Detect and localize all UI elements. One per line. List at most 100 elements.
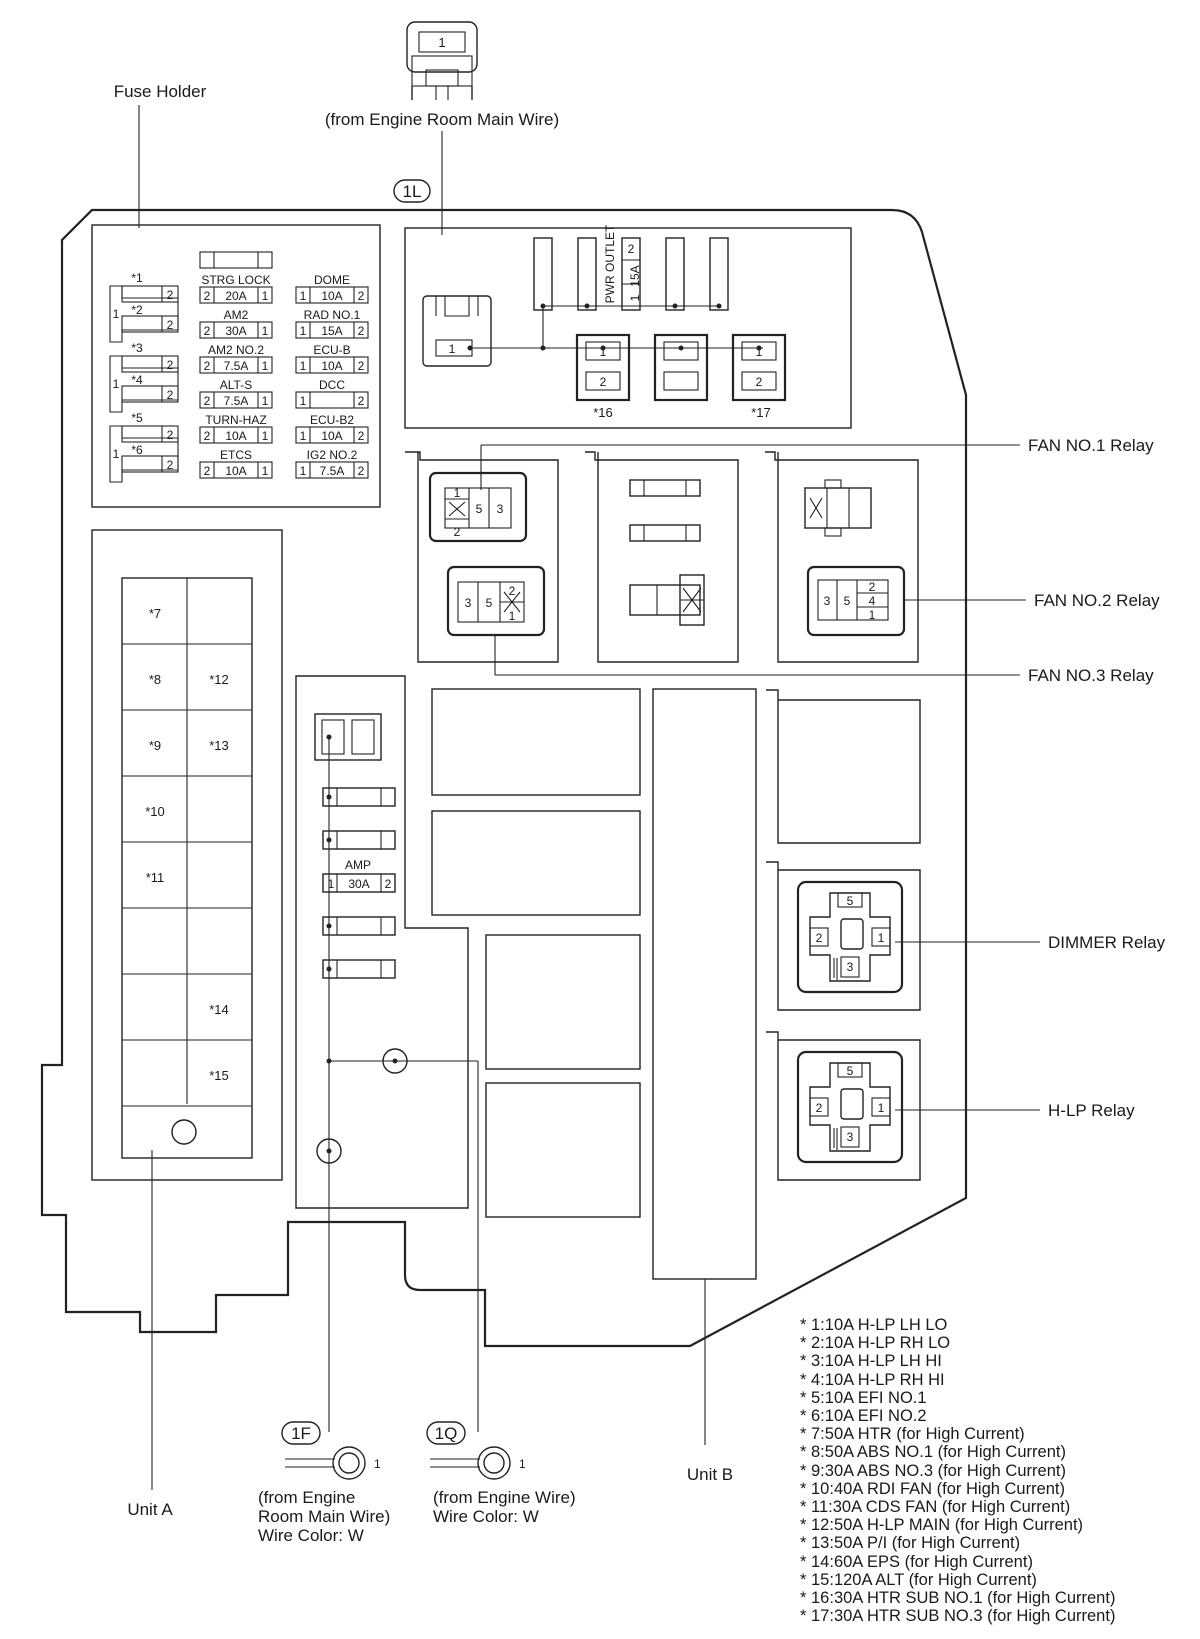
- unit-a-slot-11: *11: [146, 870, 165, 885]
- svg-text:3: 3: [824, 594, 831, 608]
- fuse-holder-panel: [91, 224, 381, 508]
- svg-text:2: 2: [358, 359, 365, 373]
- hlp-bay: [766, 1031, 921, 1181]
- svg-text:5: 5: [486, 596, 493, 610]
- svg-text:1: 1: [869, 608, 876, 622]
- fuse-right-2-name: ECU-B: [313, 343, 350, 357]
- fuse-mid-3-name: ALT-S: [220, 378, 252, 392]
- unit-a-slot-7: *7: [149, 606, 161, 621]
- svg-text:1: 1: [113, 377, 120, 391]
- terminal-1q: 1Q 1 (from Engine Wire) Wire Color: W: [426, 1421, 576, 1526]
- unit-a-slot-13: *13: [209, 738, 229, 753]
- fuse-mid-0-name: STRG LOCK: [201, 273, 270, 287]
- svg-text:1: 1: [262, 429, 269, 443]
- svg-text:2: 2: [204, 324, 211, 338]
- unit-a-panel: [91, 529, 283, 1181]
- svg-text:2: 2: [358, 324, 365, 338]
- slot-b: [431, 810, 641, 916]
- unit-b-panel: [652, 688, 757, 1280]
- dimmer-bay: [766, 861, 921, 1011]
- svg-text:2: 2: [509, 584, 516, 598]
- svg-text:2: 2: [756, 375, 763, 389]
- unit-b-label: Unit B: [687, 1465, 733, 1484]
- svg-text:3: 3: [465, 596, 472, 610]
- fuse-star-2: *2: [131, 303, 143, 317]
- pwr-outlet-label: PWR OUTLET: [603, 224, 617, 303]
- svg-text:5: 5: [847, 1064, 854, 1078]
- svg-text:10A: 10A: [321, 289, 342, 303]
- svg-text:1: 1: [300, 464, 307, 478]
- svg-text:2: 2: [167, 288, 174, 302]
- amp-label: AMP: [345, 858, 371, 872]
- fuse-star-6: *6: [131, 443, 143, 457]
- terminal-1f-line2: Room Main Wire): [258, 1507, 390, 1526]
- footnote-item: * 9:30A ABS NO.3 (for High Current): [800, 1461, 1066, 1480]
- footnote-item: * 15:120A ALT (for High Current): [800, 1570, 1037, 1589]
- panel-1l-content: 1 2 15A 1 PWR OUTLET 1 2 1: [422, 224, 787, 402]
- svg-text:2: 2: [869, 580, 876, 594]
- terminal-1q-line2: Wire Color: W: [433, 1507, 539, 1526]
- fuse-mid-2-name: AM2 NO.2: [208, 343, 264, 357]
- panel-1l: [404, 227, 852, 429]
- fan2-relay-label: FAN NO.2 Relay: [1034, 591, 1160, 610]
- footnote-item: * 13:50A P/I (for High Current): [800, 1534, 1021, 1553]
- svg-text:1: 1: [262, 289, 269, 303]
- svg-text:3: 3: [847, 960, 854, 974]
- svg-text:1: 1: [300, 289, 307, 303]
- unit-a-slot-12: *12: [209, 672, 229, 687]
- svg-text:2: 2: [358, 394, 365, 408]
- svg-text:2: 2: [167, 318, 174, 332]
- svg-text:2: 2: [167, 358, 174, 372]
- svg-text:1: 1: [262, 464, 269, 478]
- fuse-right-0-name: DOME: [314, 273, 350, 287]
- star17-label: *17: [751, 405, 771, 420]
- fan3-relay-label: FAN NO.3 Relay: [1028, 666, 1154, 685]
- svg-text:10A: 10A: [225, 429, 246, 443]
- svg-text:1: 1: [600, 345, 607, 359]
- svg-text:10A: 10A: [225, 464, 246, 478]
- svg-text:1: 1: [300, 324, 307, 338]
- fuse-mid-1-name: AM2: [224, 308, 249, 322]
- svg-text:2: 2: [358, 464, 365, 478]
- unit-a-slot-14: *14: [209, 1002, 229, 1017]
- terminal-1f-line3: Wire Color: W: [258, 1526, 364, 1545]
- svg-text:1: 1: [878, 931, 885, 945]
- fuse-star-1: *1: [131, 271, 143, 285]
- svg-text:30A: 30A: [348, 877, 369, 891]
- unit-a-slot-15: *15: [209, 1068, 229, 1083]
- svg-text:1: 1: [449, 342, 456, 356]
- svg-text:2: 2: [204, 464, 211, 478]
- svg-text:2: 2: [204, 394, 211, 408]
- fan1-relay-label: FAN NO.1 Relay: [1028, 436, 1154, 455]
- terminal-1f-line1: (from Engine: [258, 1488, 355, 1507]
- fuse-star-3: *3: [131, 341, 143, 355]
- unit-a-slot-8: *8: [149, 672, 161, 687]
- footnote-item: * 17:30A HTR SUB NO.3 (for High Current): [800, 1607, 1116, 1626]
- connector-1l-tag: 1L: [393, 179, 431, 203]
- svg-text:1: 1: [509, 609, 516, 623]
- fuse-mid-4-name: TURN-HAZ: [205, 413, 266, 427]
- engine-room-main-wire-label: (from Engine Room Main Wire): [325, 110, 559, 129]
- svg-text:1: 1: [878, 1101, 885, 1115]
- svg-text:2: 2: [204, 429, 211, 443]
- footnote-item: * 3:10A H-LP LH HI: [800, 1352, 942, 1371]
- svg-text:7.5A: 7.5A: [224, 394, 249, 408]
- footnote-item: * 1:10A H-LP LH LO: [800, 1316, 948, 1334]
- svg-text:30A: 30A: [225, 324, 246, 338]
- slot-right-top: [766, 689, 921, 844]
- svg-text:1: 1: [454, 486, 461, 500]
- svg-text:4: 4: [869, 594, 876, 608]
- svg-text:1: 1: [262, 359, 269, 373]
- footnote-item: * 11:30A CDS FAN (for High Current): [800, 1498, 1071, 1517]
- footnote-item: * 2:10A H-LP RH LO: [800, 1334, 951, 1353]
- center-fuse-bay-content: AMP 1 30A 2: [314, 713, 479, 1432]
- fuse-right-3-name: DCC: [319, 378, 345, 392]
- svg-text:7.5A: 7.5A: [224, 359, 249, 373]
- fuse-holder-label: Fuse Holder: [114, 82, 207, 101]
- top-connector: 1: [406, 21, 478, 100]
- svg-text:1: 1: [262, 324, 269, 338]
- footnote-item: * 6:10A EFI NO.2: [800, 1407, 927, 1426]
- fuse-right-4-name: ECU-B2: [310, 413, 354, 427]
